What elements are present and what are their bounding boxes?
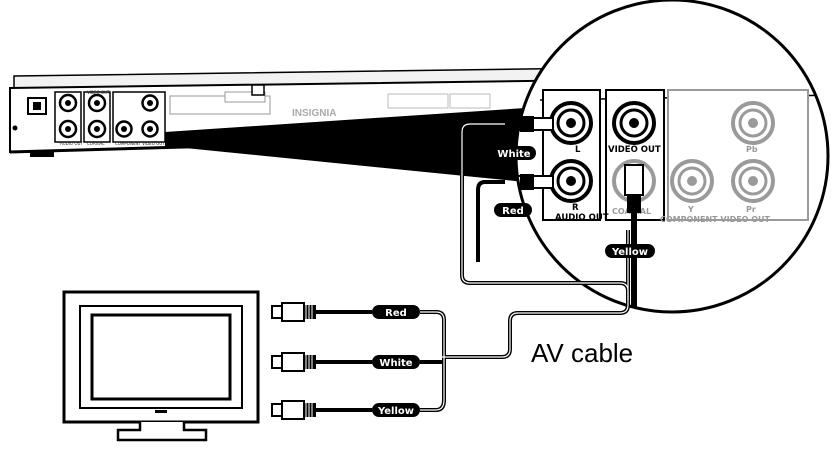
red-plug-zoom <box>516 174 554 190</box>
player-audio-out-jacks <box>54 91 82 143</box>
component-pb-label: Pb <box>746 145 758 154</box>
component-jacks <box>670 101 775 203</box>
av-cable-inner <box>420 123 629 411</box>
television <box>62 290 260 442</box>
red-plug-tv <box>271 302 317 322</box>
tag-red-top-text: Red <box>502 206 524 217</box>
zoom-cone <box>165 108 525 182</box>
player-coaxial-label: COAXIAL <box>87 141 105 146</box>
av-cable-label: AV cable <box>531 338 633 368</box>
tag-white-tv-text: White <box>379 358 412 369</box>
tv-side-plugs <box>271 302 372 420</box>
tag-white-top: White <box>492 146 536 160</box>
player-component-label: COMPONENT VIDEO OUT <box>115 141 165 146</box>
left-channel-label: L <box>575 145 581 155</box>
white-plug-tv <box>271 352 317 372</box>
audio-out-jacks <box>549 101 593 203</box>
tag-red-tv-text: Red <box>385 308 407 319</box>
yellow-plug-zoom <box>624 164 644 213</box>
component-pr-label: Pr <box>746 205 756 214</box>
component-y-label: Y <box>687 205 694 214</box>
tag-white-tv: White <box>372 355 420 369</box>
tag-yellow-tv: Yellow <box>372 403 420 417</box>
tag-yellow-top: Yellow <box>605 244 655 258</box>
component-video-out-label: COMPONENT VIDEO OUT <box>660 215 771 224</box>
player-component-jacks <box>112 91 166 143</box>
player-audio-out-label: AUDIO OUT <box>60 141 83 146</box>
video-out-jack <box>612 101 656 145</box>
tag-yellow-top-text: Yellow <box>611 247 648 258</box>
yellow-plug-tv <box>271 400 317 420</box>
tag-white-top-text: White <box>497 149 530 160</box>
audio-out-label: AUDIO OUT <box>555 213 609 223</box>
player-brand-label: INSIGNIA <box>292 108 336 119</box>
tag-red-tv: Red <box>372 305 420 319</box>
tag-red-top: Red <box>494 203 532 217</box>
white-plug-zoom <box>516 116 554 132</box>
tag-yellow-tv-text: Yellow <box>377 406 414 417</box>
player-video-out-label: VIDEO OUT <box>87 90 110 95</box>
video-out-label: VIDEO OUT <box>608 145 661 155</box>
player-video-out-jacks <box>83 91 111 143</box>
right-channel-label: R <box>572 203 579 213</box>
zoom-circle: L R AUDIO OUT VIDEO OUT COAXIAL <box>514 0 830 314</box>
